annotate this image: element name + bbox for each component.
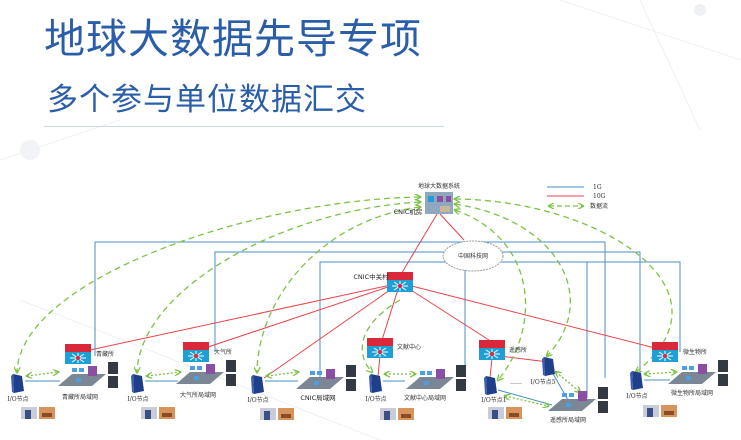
user-photos: [643, 405, 677, 417]
io-node: [251, 375, 264, 394]
user-photos: [141, 407, 175, 419]
switch-wenxian: [366, 337, 394, 359]
site-label: 青藏所: [96, 350, 114, 358]
io-node-label: I/O节点: [7, 395, 28, 403]
cloud-label: 中国科技网: [458, 252, 488, 260]
site-label: 大气所: [214, 348, 232, 356]
user-photos: [488, 407, 522, 419]
slide-title: 地球大数据先导专项: [44, 15, 422, 63]
switch-yaogan: [478, 339, 506, 361]
legend: 1G 10G 数据流: [547, 184, 608, 210]
lan-label: 微生物所局域网: [671, 389, 713, 397]
io-node-label: I/O节点: [247, 396, 268, 404]
slide-subtitle: 多个参与单位数据汇交: [47, 82, 367, 118]
io-node-label: I/O节点5: [530, 378, 555, 386]
site-label: 遥感所: [509, 346, 527, 354]
legend-10g: 10G: [593, 193, 606, 200]
user-photos: [380, 408, 414, 420]
legend-1g: 1G: [593, 184, 602, 191]
cstnet-cloud: [442, 240, 504, 272]
lan-daqi: [176, 360, 236, 386]
lan-label: 文献中心局域网: [404, 394, 446, 402]
lan-label: 大气所局域网: [180, 391, 216, 399]
user-photos: [260, 408, 294, 420]
lan-label: 遥感所局域网: [550, 416, 586, 424]
io-node: [11, 374, 24, 393]
site-label: 微生物所: [683, 348, 707, 356]
core-switch-label: CNIC中关村: [353, 272, 389, 281]
data-system-server: [425, 192, 453, 214]
io-node: [369, 374, 382, 393]
ellipsis: ……: [510, 379, 522, 386]
io-node-label: I/O节点: [365, 395, 386, 403]
switch-qingzang: [64, 343, 92, 365]
switch-weishengwu: [651, 341, 679, 363]
io-node: [131, 374, 144, 393]
cnic-room-label: CNIC机房: [394, 207, 423, 216]
data-flows: [17, 197, 676, 406]
data-system-label: 地球大数据系统: [418, 182, 460, 190]
core-switch: [386, 271, 414, 293]
io-node: [630, 371, 643, 390]
lan-weishengwu: [668, 360, 728, 386]
lan-wenxian: [406, 365, 466, 391]
lan-label: CNIC局域网: [300, 393, 335, 402]
io-node-5: [542, 357, 555, 376]
switch-daqi: [182, 341, 210, 363]
lan-label: 青藏所局域网: [62, 393, 98, 401]
title-divider: [44, 126, 444, 127]
io-node-label: I/O节点: [626, 392, 647, 400]
lan-cnic: [296, 365, 356, 391]
site-label: 文献中心: [397, 343, 421, 351]
lan-qingzang: [58, 362, 118, 388]
io-node-1: [484, 376, 497, 395]
io-node-label: I/O节点1: [481, 396, 506, 404]
legend-data-flow: 数据流: [590, 202, 608, 210]
io-node-label: I/O节点: [127, 395, 148, 403]
user-photos: [21, 407, 55, 419]
